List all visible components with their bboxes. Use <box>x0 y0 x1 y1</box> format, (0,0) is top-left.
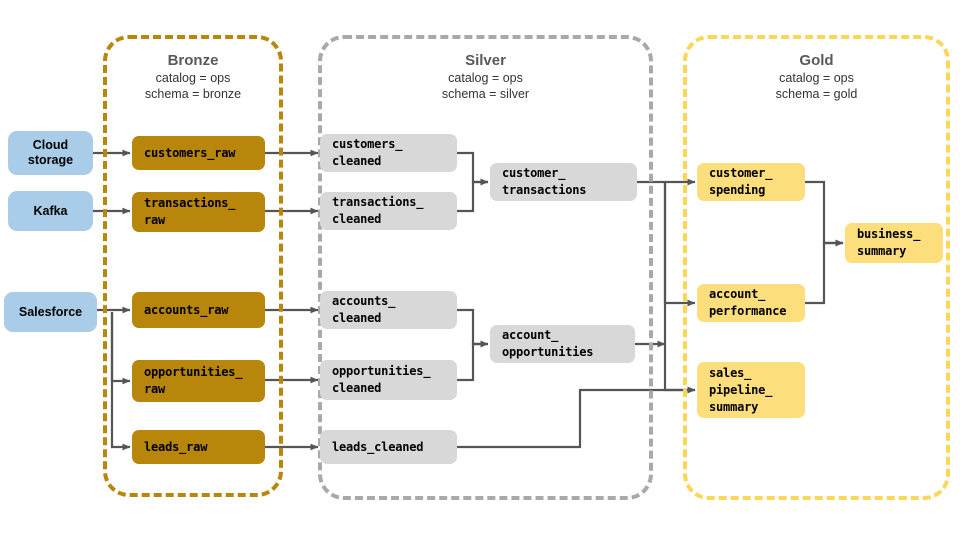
table-node-transactions-raw[interactable]: transactions_raw <box>132 192 265 232</box>
layer-silver-title: Silver <box>465 52 506 69</box>
table-node-leads-raw[interactable]: leads_raw <box>132 430 265 464</box>
table-node-accounts-cleaned[interactable]: accounts_cleaned <box>320 291 457 329</box>
edge-salesforce-to-leads-raw <box>110 312 131 451</box>
table-node-sales-pipeline-summary[interactable]: sales_pipeline_summary <box>697 362 805 418</box>
source-node-kafka-label: Kafka <box>33 203 68 218</box>
table-node-account-opportunities[interactable]: account_opportunities <box>490 325 635 363</box>
source-node-salesforce-label: Salesforce <box>18 304 83 319</box>
edge-group <box>93 149 844 451</box>
table-node-leads-cleaned-label: leads_cleaned <box>332 439 424 454</box>
table-node-transactions-raw-label: transactions_raw <box>144 196 236 227</box>
table-node-leads-raw-label: leads_raw <box>144 439 208 454</box>
table-node-accounts-raw-label: accounts_raw <box>144 302 229 317</box>
table-node-leads-cleaned[interactable]: leads_cleaned <box>320 430 457 464</box>
table-node-account-performance-label: account_performance <box>709 287 787 318</box>
layer-bronze: Bronze catalog = ops schema = bronze <box>103 35 283 497</box>
layer-silver-catalog: catalog = ops <box>448 71 523 85</box>
table-node-business-summary[interactable]: business_summary <box>845 223 943 263</box>
layer-silver: Silver catalog = ops schema = silver <box>318 35 653 500</box>
table-node-customer-transactions[interactable]: customer_transactions <box>490 163 637 201</box>
layer-bronze-title: Bronze <box>167 52 219 69</box>
table-node-customer-spending-label: customer_spending <box>709 166 773 197</box>
table-node-business-summary-label: business_summary <box>857 227 921 258</box>
table-node-opportunities-cleaned-label: opportunities_cleaned <box>332 364 431 395</box>
edge-leads-cleaned-to-sales-pipeline-summary <box>457 386 696 449</box>
layer-gold: Gold catalog = ops schema = gold <box>683 35 950 500</box>
table-node-opportunities-raw-label: opportunities_raw <box>144 365 243 396</box>
table-node-customers-cleaned[interactable]: customers_cleaned <box>320 134 457 172</box>
layer-bronze-schema: schema = bronze <box>144 87 242 101</box>
table-node-customers-raw[interactable]: customers_raw <box>132 136 265 170</box>
table-node-accounts-raw[interactable]: accounts_raw <box>132 292 265 328</box>
table-node-accounts-cleaned-label: accounts_cleaned <box>332 294 396 325</box>
layer-gold-catalog: catalog = ops <box>779 71 854 85</box>
table-node-customers-raw-label: customers_raw <box>144 145 236 160</box>
source-node-kafka[interactable]: Kafka <box>8 191 93 231</box>
table-node-opportunities-cleaned[interactable]: opportunities_cleaned <box>320 360 457 400</box>
table-node-customer-transactions-label: customer_transactions <box>502 166 587 197</box>
edge-opportunities-cleaned-to-account-opportunities <box>457 340 489 382</box>
table-node-customers-cleaned-label: customers_cleaned <box>332 137 403 168</box>
table-node-account-opportunities-label: account_opportunities <box>502 328 594 359</box>
layer-gold-schema: schema = gold <box>775 87 858 101</box>
layer-bronze-catalog: catalog = ops <box>155 71 231 85</box>
table-node-transactions-cleaned[interactable]: transactions_cleaned <box>320 192 457 230</box>
source-node-salesforce[interactable]: Salesforce <box>4 292 97 332</box>
edge-account-performance-to-business-summary <box>805 239 844 305</box>
table-node-sales-pipeline-summary-label: sales_pipeline_summary <box>709 365 773 414</box>
table-node-transactions-cleaned-label: transactions_cleaned <box>332 195 424 226</box>
layer-silver-schema: schema = silver <box>441 87 530 101</box>
table-node-customer-spending[interactable]: customer_spending <box>697 163 805 201</box>
layer-gold-title: Gold <box>799 52 834 69</box>
table-node-opportunities-raw[interactable]: opportunities_raw <box>132 360 265 402</box>
edge-transactions-cleaned-to-customer-transactions <box>457 178 489 213</box>
table-node-account-performance[interactable]: account_performance <box>697 284 805 322</box>
